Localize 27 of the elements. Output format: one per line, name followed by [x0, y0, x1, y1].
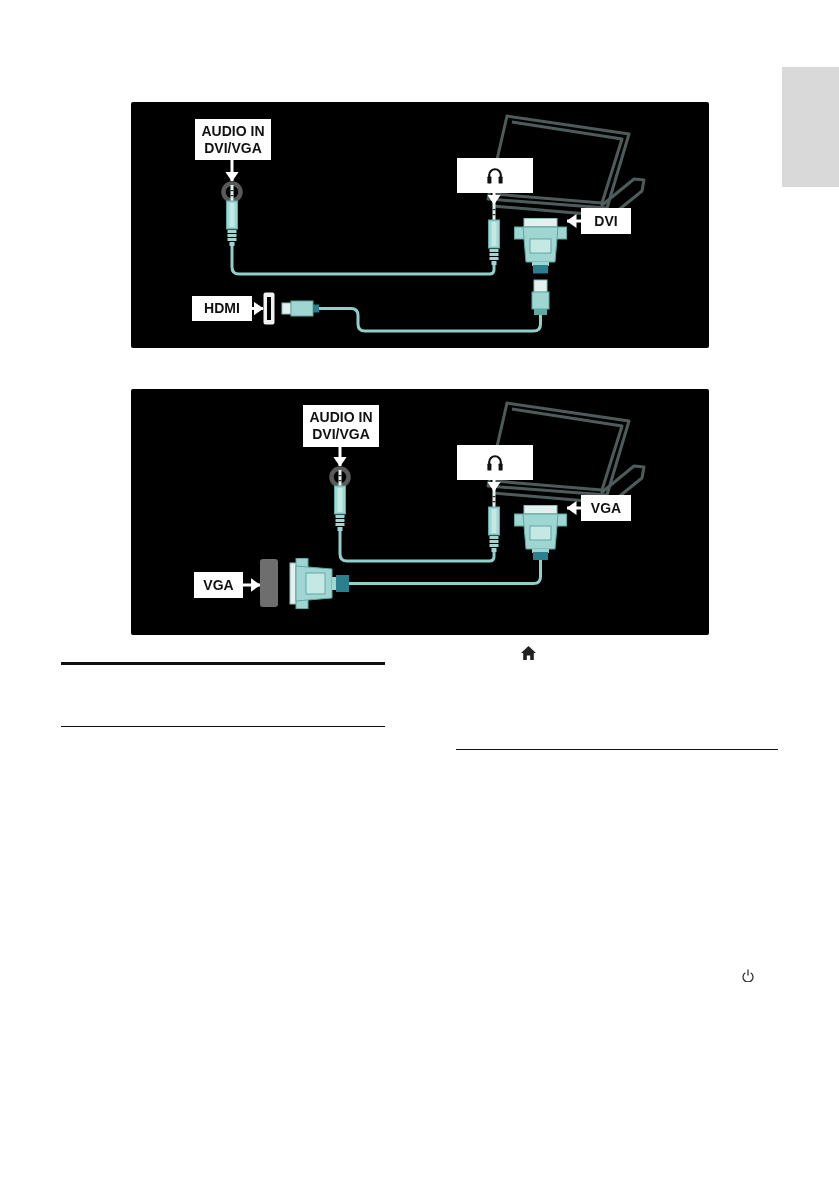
vga-port [260, 558, 349, 609]
pointer-arrow [487, 480, 501, 492]
cable [338, 531, 496, 563]
audio-jack-with-plug [221, 181, 243, 246]
pointer-arrow [252, 301, 264, 316]
audio-plug [488, 204, 500, 265]
pointer-arrow [333, 447, 347, 467]
audio-jack-with-plug [329, 466, 351, 531]
pointer-arrow [566, 214, 581, 228]
pointer-arrow [243, 578, 261, 592]
port-label: AUDIO IN DVI/VGA [303, 405, 379, 447]
cable [349, 560, 542, 585]
pointer-arrow [566, 501, 581, 515]
audio-plug [488, 491, 500, 552]
port-label: AUDIO IN DVI/VGA [195, 119, 271, 160]
pointer-arrow [225, 160, 239, 182]
port-label: HDMI [192, 296, 252, 321]
pointer-arrow [487, 193, 501, 205]
dvi-connector [514, 218, 567, 315]
callout-box [457, 158, 533, 193]
port-label: VGA [581, 495, 631, 521]
hdmi-port [263, 292, 319, 325]
callout-box [457, 445, 533, 480]
vga-connector [514, 505, 567, 560]
cable [230, 246, 496, 276]
port-label: DVI [581, 208, 631, 234]
port-label: VGA [194, 572, 243, 598]
